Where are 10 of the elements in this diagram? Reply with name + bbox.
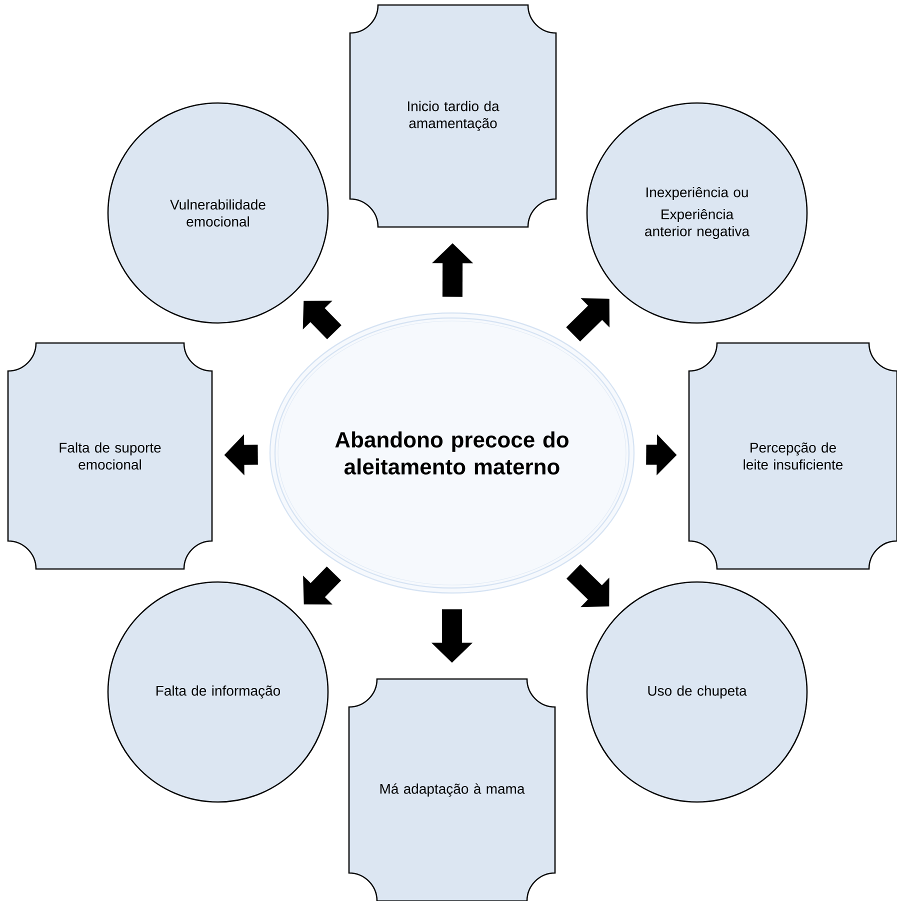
circle-node: Falta de informação: [107, 581, 329, 803]
block-arrow: [302, 300, 342, 340]
plaque-box: Percepção de leite insuficiente: [688, 342, 897, 570]
circle-node: Vulnerabilidade emocional: [107, 102, 329, 324]
plaque-box: Falta de suporte emocional: [7, 342, 213, 570]
plaque-box: Inicio tardio da amamentação: [349, 4, 557, 228]
block-arrow: [303, 566, 342, 604]
plaque-box: Má adaptação à mama: [348, 678, 556, 901]
circle-node: Uso de chupeta: [586, 581, 808, 803]
circle-node: Inexperiência ou Experiência anterior negativa: [586, 102, 808, 324]
